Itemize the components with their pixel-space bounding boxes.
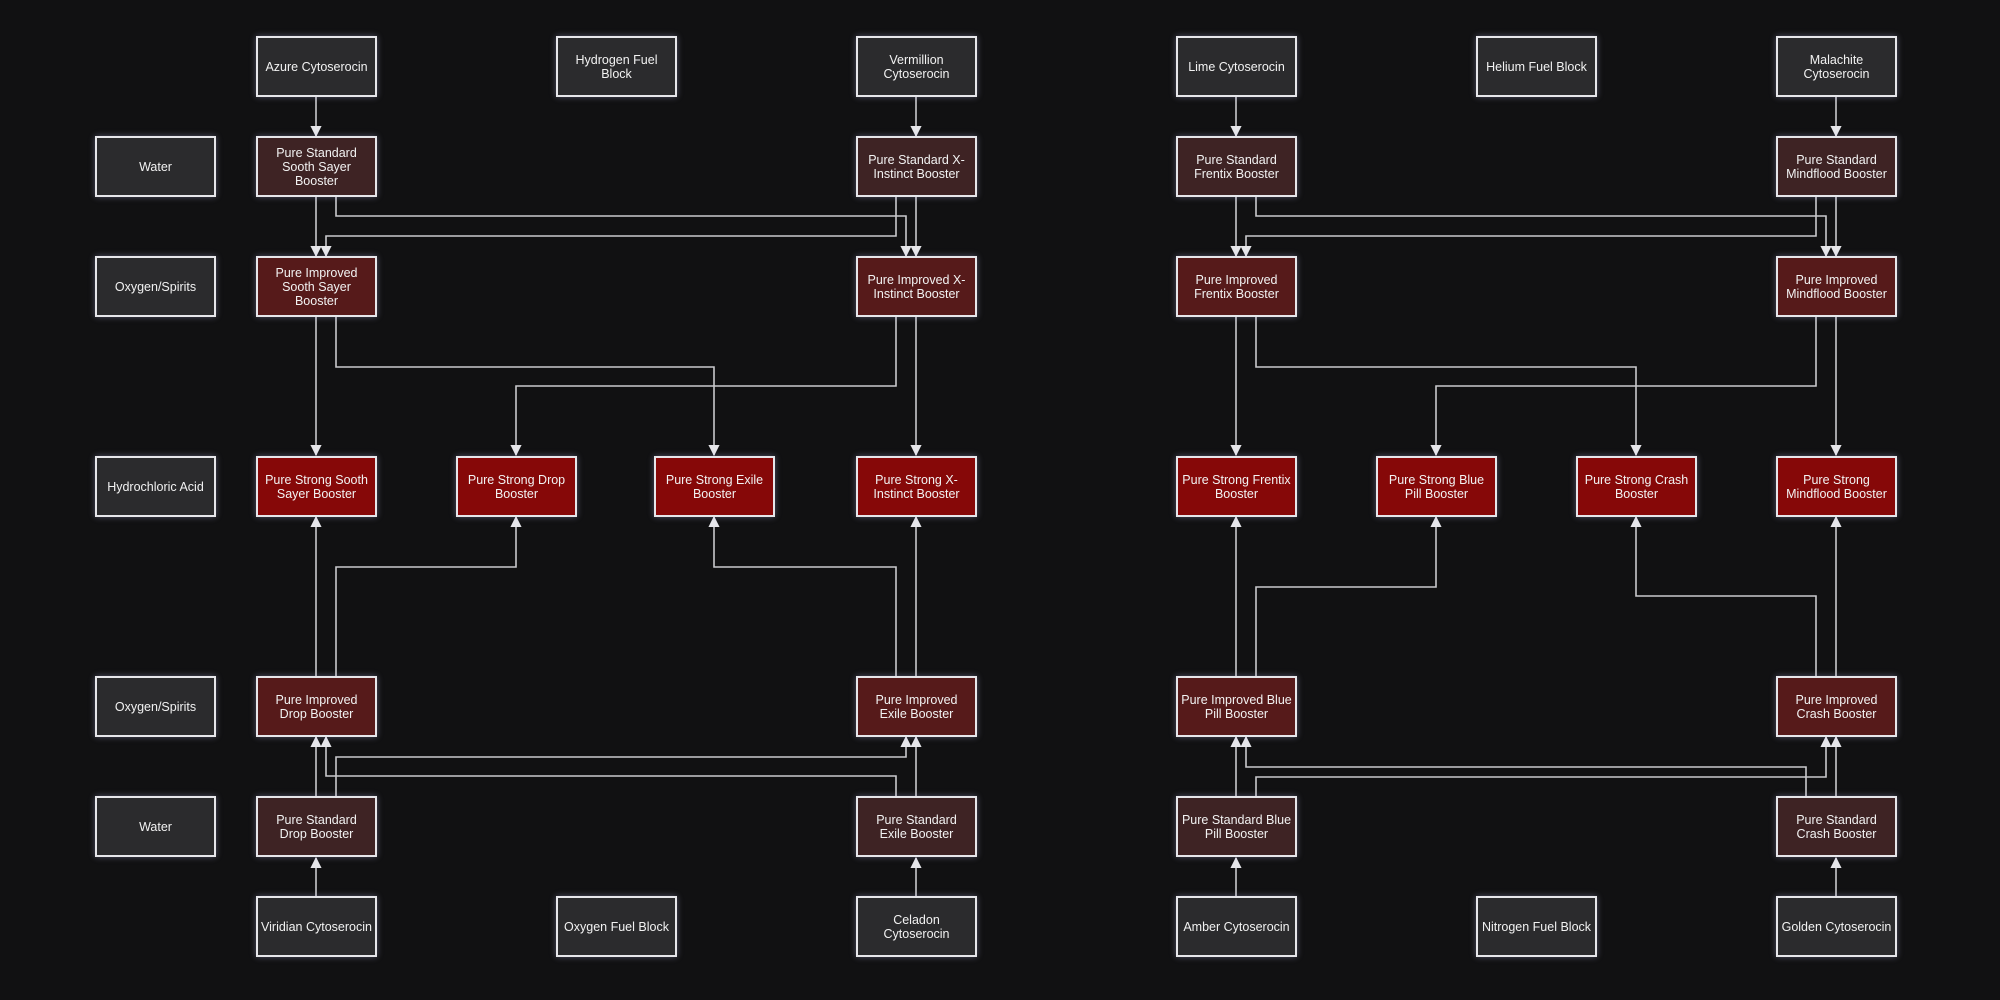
node-helium-fuel-block: Helium Fuel Block [1476,36,1597,97]
edge-imp-bluepill-to-str-bluepill [1255,515,1442,676]
edge-std-crash-to-imp-bluepill [1240,735,1807,796]
node-oxygen-fuel-block: Oxygen Fuel Block [556,896,677,957]
edge-std-exile-to-imp-drop [320,735,897,796]
node-pure-improved-exile-booster: Pure Improved Exile Booster [856,676,977,737]
node-pure-strong-frentix-booster: Pure Strong Frentix Booster [1176,456,1297,517]
node-pure-strong-x-instinct-booster: Pure Strong X-Instinct Booster [856,456,977,517]
node-golden-cytoserocin: Golden Cytoserocin [1776,896,1897,957]
row-label-water-bottom: Water [95,796,216,857]
node-pure-standard-mindflood-booster: Pure Standard Mindflood Booster [1776,136,1897,197]
node-azure-cytoserocin: Azure Cytoserocin [256,36,377,97]
row-label-oxygen-spirits-bottom: Oxygen/Spirits [95,676,216,737]
node-pure-standard-sooth-sayer-booster: Pure Standard Sooth Sayer Booster [256,136,377,197]
node-pure-standard-crash-booster: Pure Standard Crash Booster [1776,796,1897,857]
node-lime-cytoserocin: Lime Cytoserocin [1176,36,1297,97]
node-pure-improved-x-instinct-booster: Pure Improved X-Instinct Booster [856,256,977,317]
edge-std-frentix-to-imp-mindflood [1255,197,1832,258]
node-nitrogen-fuel-block: Nitrogen Fuel Block [1476,896,1597,957]
row-label-hydrochloric-acid: Hydrochloric Acid [95,456,216,517]
node-pure-standard-exile-booster: Pure Standard Exile Booster [856,796,977,857]
row-label-water-top: Water [95,136,216,197]
edge-imp-mindflood-to-str-bluepill [1430,317,1817,457]
edge-std-drop-to-imp-exile [335,735,912,796]
node-pure-strong-crash-booster: Pure Strong Crash Booster [1576,456,1697,517]
node-vermillion-cytoserocin: Vermillion Cytoserocin [856,36,977,97]
node-viridian-cytoserocin: Viridian Cytoserocin [256,896,377,957]
node-pure-strong-drop-booster: Pure Strong Drop Booster [456,456,577,517]
edge-imp-crash-to-str-crash [1630,515,1817,676]
node-hydrogen-fuel-block: Hydrogen Fuel Block [556,36,677,97]
row-label-oxygen-spirits-top: Oxygen/Spirits [95,256,216,317]
node-pure-improved-mindflood-booster: Pure Improved Mindflood Booster [1776,256,1897,317]
edge-std-bluepill-to-imp-crash [1255,735,1832,796]
node-pure-strong-blue-pill-booster: Pure Strong Blue Pill Booster [1376,456,1497,517]
edge-imp-frentix-to-str-crash [1255,317,1642,457]
node-pure-improved-blue-pill-booster: Pure Improved Blue Pill Booster [1176,676,1297,737]
node-pure-improved-sooth-sayer-booster: Pure Improved Sooth Sayer Booster [256,256,377,317]
node-pure-standard-x-instinct-booster: Pure Standard X-Instinct Booster [856,136,977,197]
node-pure-improved-crash-booster: Pure Improved Crash Booster [1776,676,1897,737]
edge-imp-xinstinct-to-str-drop [510,317,897,457]
edge-imp-exile-to-str-exile [708,515,897,676]
node-pure-strong-exile-booster: Pure Strong Exile Booster [654,456,775,517]
node-pure-standard-blue-pill-booster: Pure Standard Blue Pill Booster [1176,796,1297,857]
edge-std-xinstinct-to-imp-sooth [320,197,897,258]
node-pure-improved-frentix-booster: Pure Improved Frentix Booster [1176,256,1297,317]
node-pure-standard-frentix-booster: Pure Standard Frentix Booster [1176,136,1297,197]
edge-std-sooth-to-imp-xinstinct [335,197,912,258]
node-pure-standard-drop-booster: Pure Standard Drop Booster [256,796,377,857]
node-celadon-cytoserocin: Celadon Cytoserocin [856,896,977,957]
node-malachite-cytoserocin: Malachite Cytoserocin [1776,36,1897,97]
node-amber-cytoserocin: Amber Cytoserocin [1176,896,1297,957]
node-pure-improved-drop-booster: Pure Improved Drop Booster [256,676,377,737]
edge-std-mindflood-to-imp-frentix [1240,197,1817,258]
edge-imp-sooth-to-str-exile [335,317,720,457]
edge-imp-drop-to-str-drop [335,515,522,676]
node-pure-strong-mindflood-booster: Pure Strong Mindflood Booster [1776,456,1897,517]
node-pure-strong-sooth-sayer-booster: Pure Strong Sooth Sayer Booster [256,456,377,517]
